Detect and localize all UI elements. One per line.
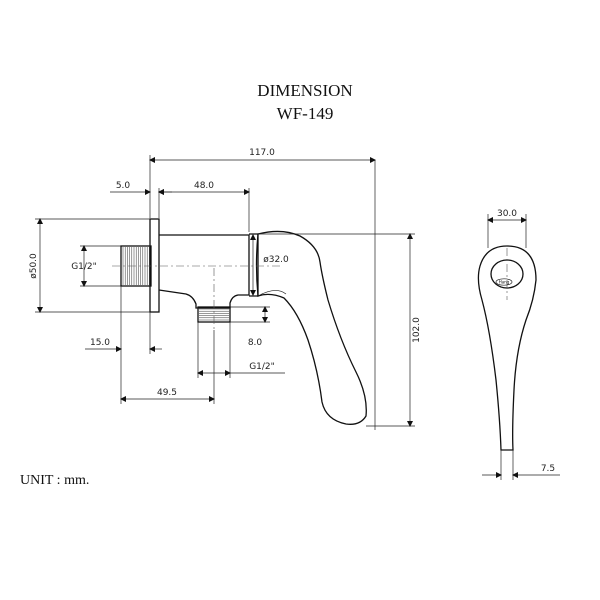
side-view: 117.0 5.0 48.0 ø50.0 G1/2" 15.0 ø32.0 [29, 148, 422, 430]
handle-collar [249, 233, 259, 297]
dim-flange-diameter-label: ø50.0 [29, 253, 39, 279]
dim-outlet-length-label: 8.0 [248, 338, 263, 348]
front-view: Hang 30.0 7.5 [477, 209, 560, 480]
model-number: WF-149 [277, 104, 334, 123]
unit-label: UNIT : mm. [20, 473, 89, 488]
handle-front-outline [477, 245, 537, 451]
dim-handle-width-label: 30.0 [497, 209, 517, 219]
dim-outlet-thread-label: G1/2" [249, 362, 275, 372]
wall-flange [149, 218, 160, 313]
lever-handle [257, 230, 367, 425]
dim-overall-length-label: 117.0 [249, 148, 275, 158]
valve-body [158, 234, 250, 309]
brand-logo-badge [495, 278, 513, 286]
drawing-title: DIMENSION [257, 81, 352, 100]
dim-body-length-label: 48.0 [194, 181, 214, 191]
dim-outlet-offset-label: 49.5 [157, 388, 177, 398]
dim-body-diameter-label: ø32.0 [263, 255, 289, 265]
dim-handle-tip-width-label: 7.5 [541, 464, 555, 474]
dim-inlet-thread-label: G1/2" [71, 262, 97, 272]
lever-inner-edge [257, 290, 287, 297]
dim-inlet-depth-label: 15.0 [90, 338, 110, 348]
brand-logo-text: Hang [499, 280, 510, 285]
dim-overall-height-label: 102.0 [412, 317, 422, 343]
dim-flange-thickness-label: 5.0 [116, 181, 131, 191]
